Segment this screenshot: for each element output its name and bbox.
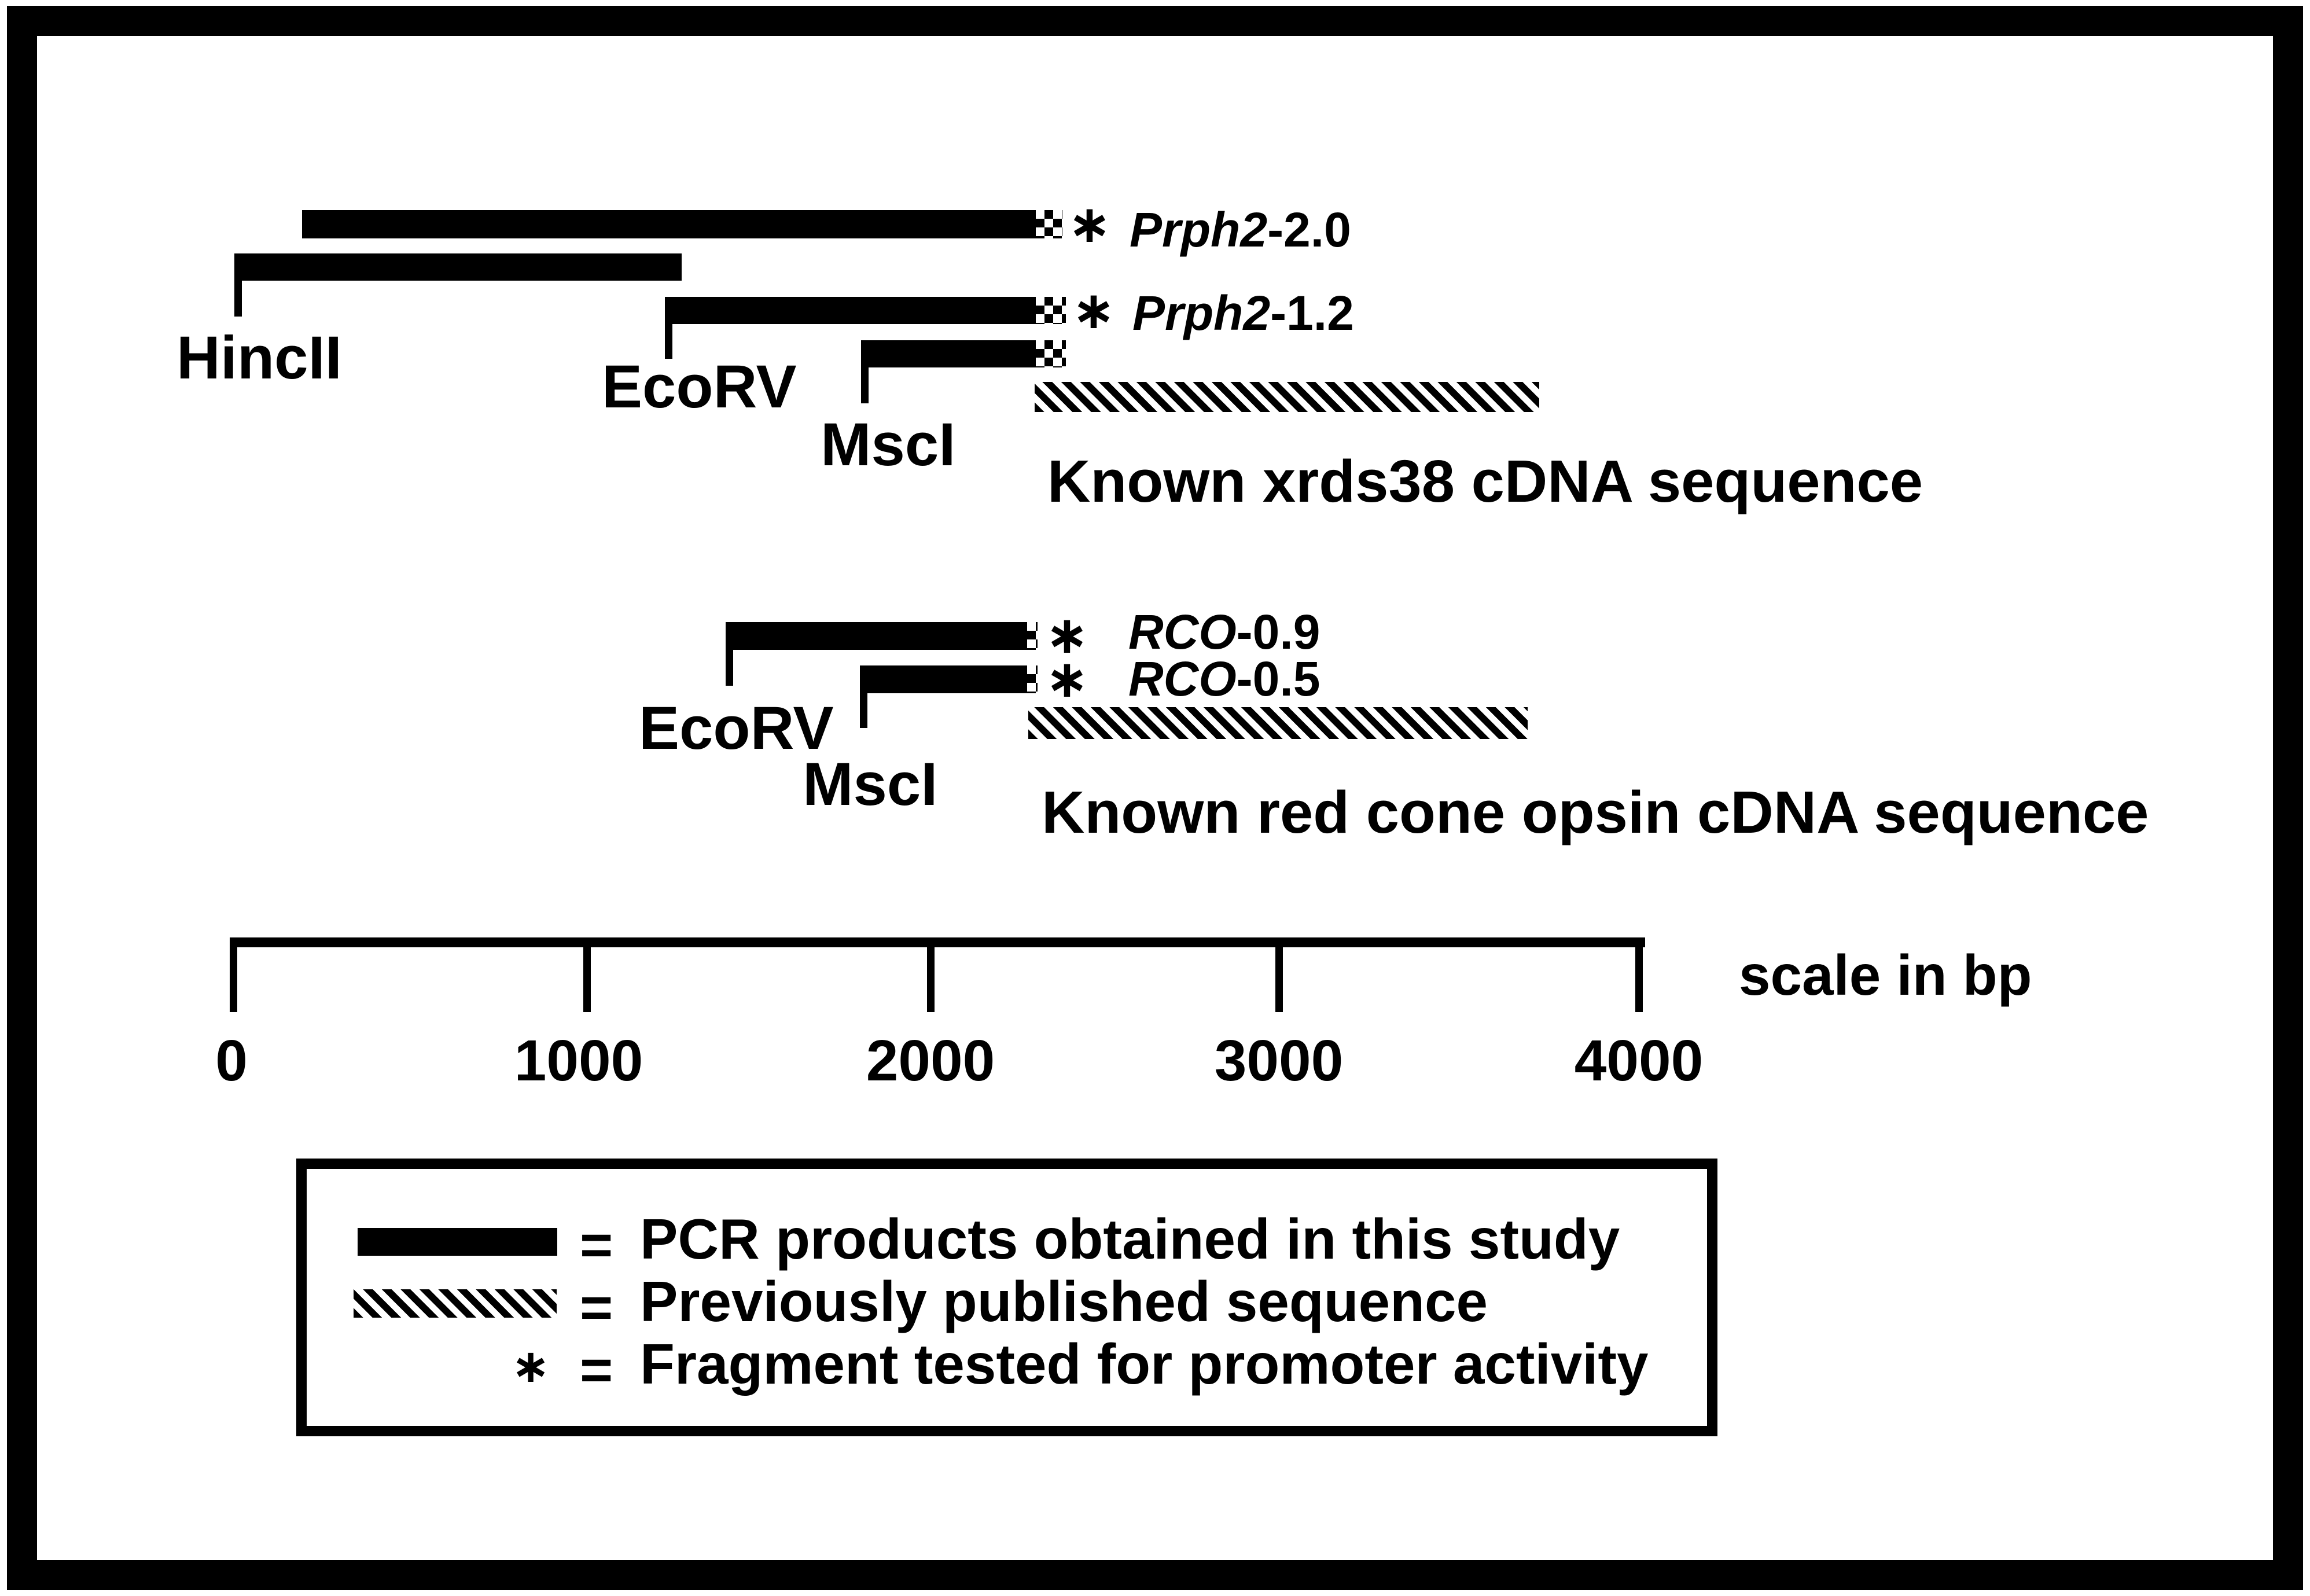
prph2-1.2-hatch-end (1036, 297, 1066, 324)
scale-tick-3000 (1275, 947, 1283, 1012)
legend-asterisk: ∗ (511, 1339, 550, 1393)
legend-equals-3: = (580, 1338, 613, 1402)
hincII-site-line (234, 281, 242, 317)
fragment-size: -1.2 (1270, 286, 1354, 340)
fragment-size: -0.9 (1236, 605, 1320, 659)
scale-title: scale in bp (1739, 943, 2032, 1007)
rco-0.9-asterisk: ∗ (1045, 605, 1089, 665)
prph2-2.0-asterisk: ∗ (1068, 194, 1112, 255)
scale-tick-4000 (1635, 947, 1643, 1012)
gene-name: Prph2 (1132, 286, 1271, 340)
prph2-2.0-hatch-end (1036, 210, 1062, 238)
legend-equals-1: = (580, 1213, 613, 1277)
scale-tick-label-2000: 2000 (866, 1028, 995, 1093)
figure-border (7, 6, 2303, 1590)
mscI-top-bar (861, 340, 1036, 367)
rco-0.5-hatch-end (1027, 665, 1038, 693)
legend-equals-2: = (580, 1275, 613, 1339)
prph2-2.0-bar (302, 210, 1036, 238)
mscI-top-site-line (861, 367, 869, 403)
scale-tick-label-1000: 1000 (514, 1028, 643, 1093)
legend-swatch-published (354, 1289, 557, 1318)
red-cone-heading: Known red cone opsin cDNA sequence (1042, 779, 2149, 845)
ecoRV-bottom-site-line (726, 650, 733, 686)
rco-0.9-hatch-end (1027, 622, 1038, 650)
gene-name: RCO (1128, 605, 1237, 659)
ecoRV-top-site-line (665, 324, 672, 359)
legend-label-pcr: PCR products obtained in this study (640, 1207, 1620, 1271)
mscI-bottom-label: MscI (803, 751, 938, 818)
legend-box (296, 1159, 1717, 1436)
hincII-fragment-bar (234, 253, 682, 281)
legend-label-published: Previously published sequence (640, 1270, 1488, 1333)
fragment-size: -0.5 (1236, 652, 1320, 706)
legend-swatch-pcr (358, 1228, 557, 1256)
scale-tick-label-0: 0 (215, 1028, 248, 1093)
prph2-2.0-label: Prph2-2.0 (1130, 205, 1351, 254)
rco-0.5-asterisk: ∗ (1045, 649, 1089, 709)
gene-name: Prph2 (1130, 203, 1268, 257)
prph2-1.2-asterisk: ∗ (1072, 280, 1116, 341)
rco-0.5-label: RCO-0.5 (1128, 654, 1320, 703)
mscI-top-label: MscI (821, 411, 956, 479)
mscI-top-hatch-end (1036, 340, 1066, 367)
red-cone-published-sequence-bar (1028, 707, 1528, 739)
scale-tick-label-4000: 4000 (1574, 1028, 1704, 1093)
mscI-bottom-site-line (860, 693, 867, 728)
legend-label-promoter: Fragment tested for promoter activity (640, 1332, 1649, 1396)
scale-tick-2000 (927, 947, 935, 1012)
prph2-1.2-bar (665, 297, 1036, 324)
scale-bar (230, 937, 1645, 947)
hincII-label: HincII (176, 324, 342, 392)
scale-tick-1000 (583, 947, 591, 1012)
rco-0.9-bar (726, 622, 1027, 650)
scale-tick-label-3000: 3000 (1214, 1028, 1344, 1093)
rco-0.9-label: RCO-0.9 (1128, 608, 1320, 656)
fragment-size: -2.0 (1267, 203, 1351, 257)
prph2-1.2-label: Prph2-1.2 (1132, 289, 1354, 337)
gene-name: RCO (1128, 652, 1237, 706)
xrds38-heading: Known xrds38 cDNA sequence (1047, 448, 1923, 514)
scale-tick-0 (230, 947, 237, 1012)
xrds38-published-sequence-bar (1035, 382, 1539, 412)
ecoRV-top-label: EcoRV (602, 353, 797, 421)
rco-0.5-bar (860, 665, 1027, 693)
ecoRV-bottom-label: EcoRV (639, 694, 834, 762)
